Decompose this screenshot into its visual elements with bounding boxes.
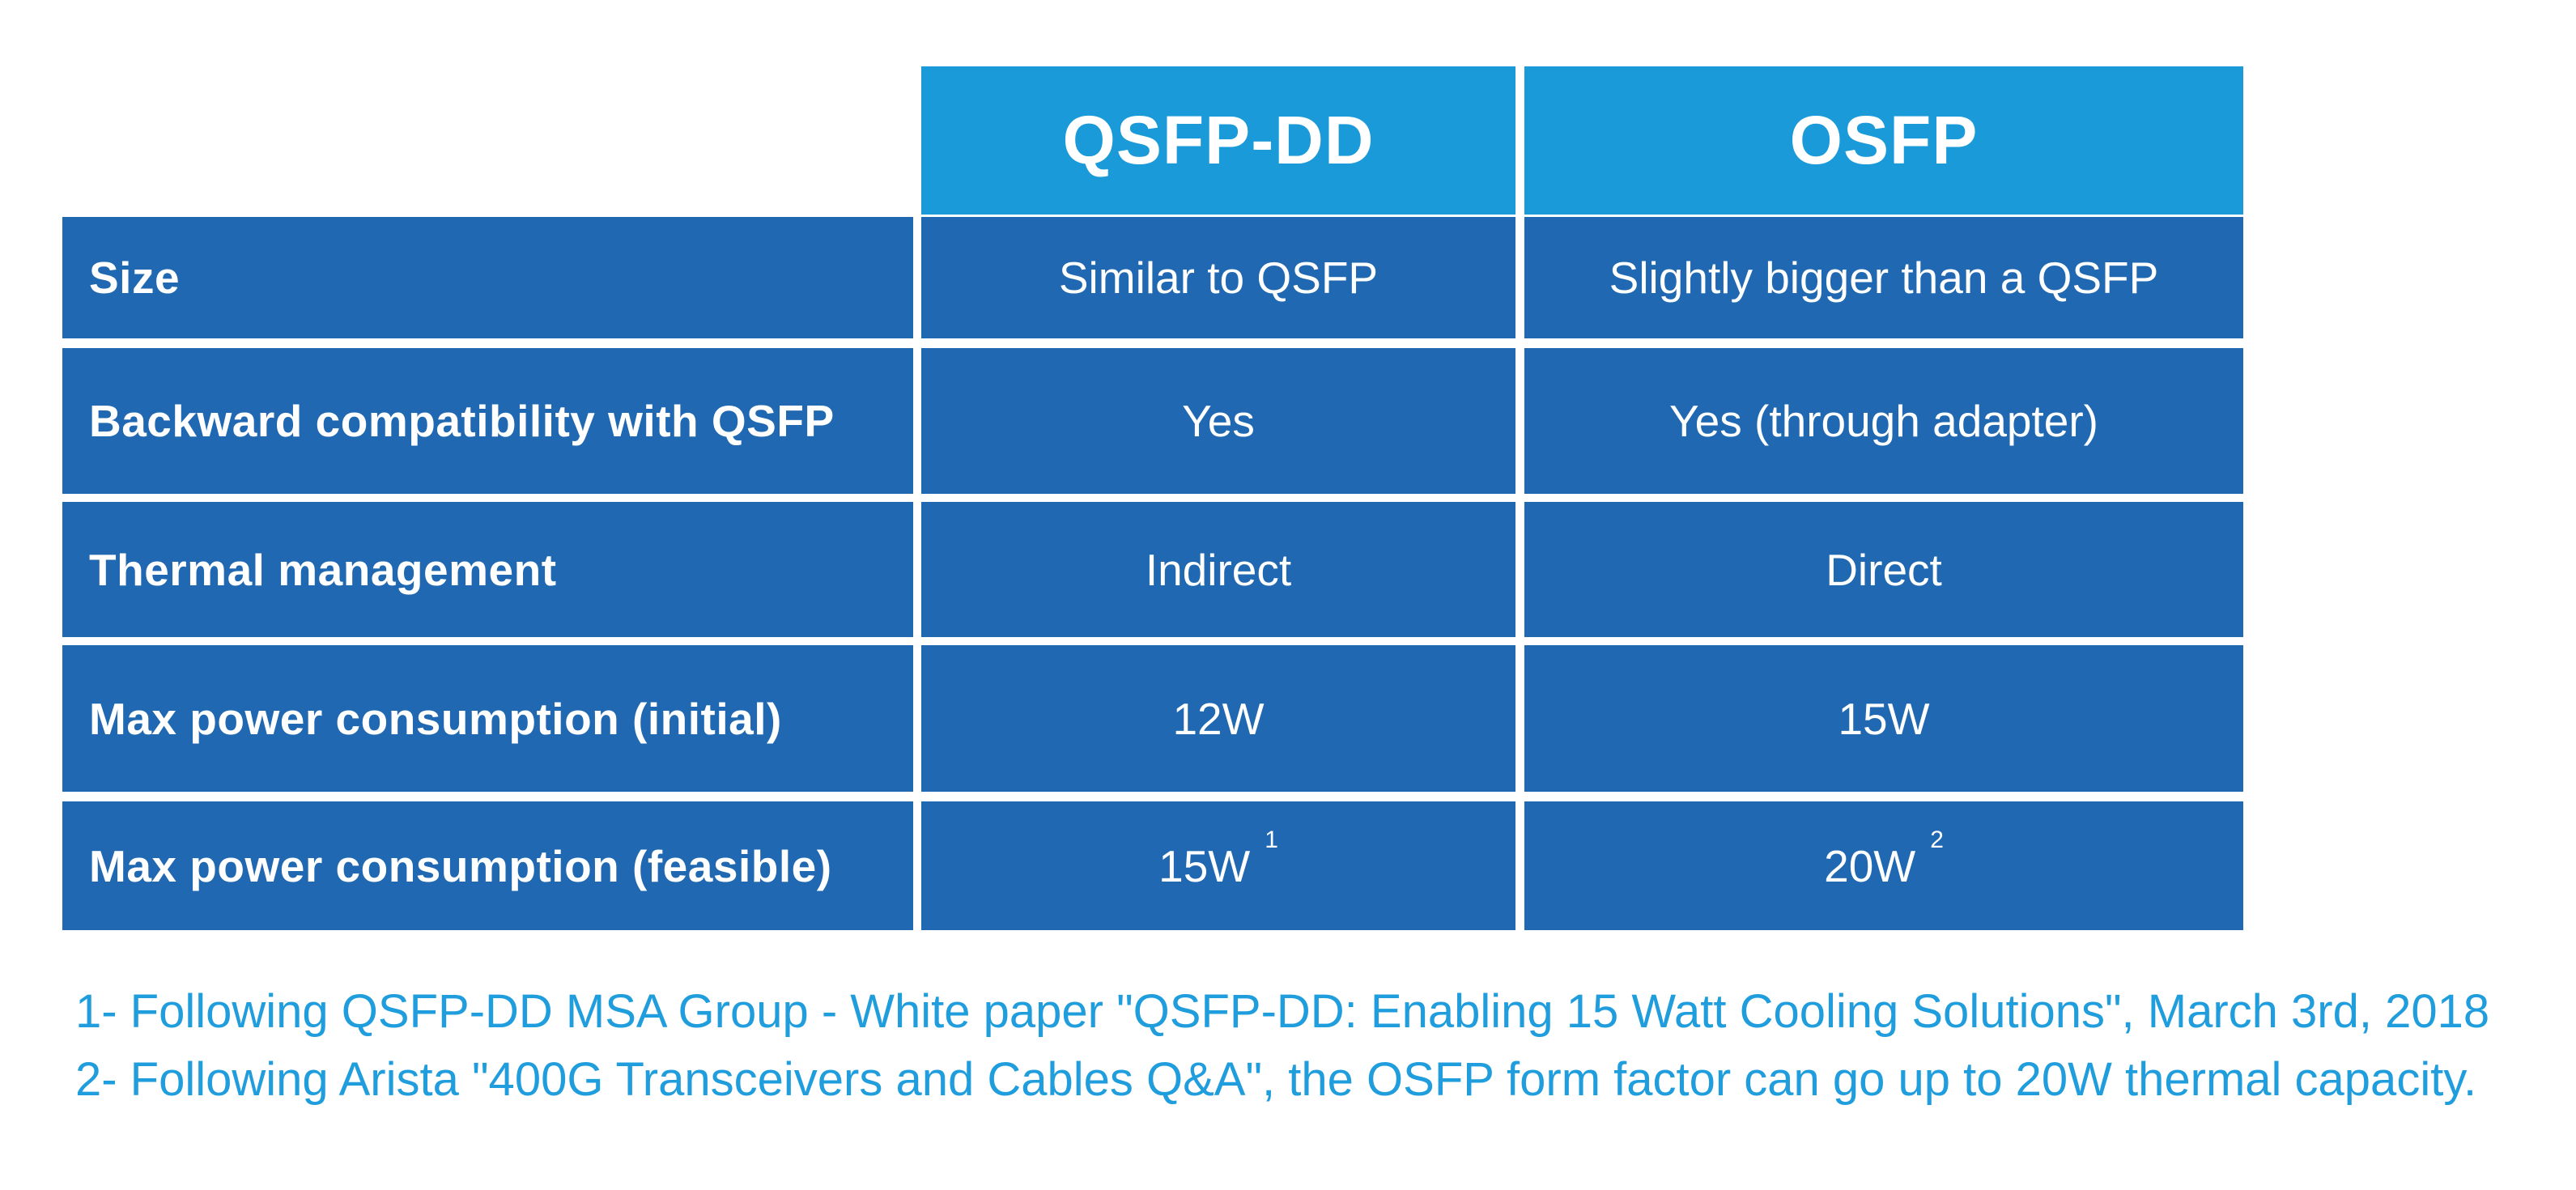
footnote-2: 2- Following Arista "400G Transceivers a… [75, 1053, 2477, 1106]
header-label-qsfp-dd: QSFP-DD [1062, 102, 1375, 178]
comparison-table: QSFP-DD OSFP Size Similar to QSFP Slight… [62, 66, 2243, 930]
cell-value-text: 15W [1838, 693, 1930, 744]
row-label-text: Max power consumption (feasible) [89, 840, 832, 891]
row-label-text: Thermal management [89, 544, 557, 595]
cell-value-text: 20W [1824, 840, 1916, 891]
footnotes-block: 1- Following QSFP-DD MSA Group - White p… [75, 978, 2489, 1114]
row-label-max-power-feasible: Max power consumption (feasible) [62, 801, 913, 930]
cell-thermal-osfp: Direct [1524, 502, 2243, 637]
cell-power-initial-osfp: 15W [1524, 645, 2243, 792]
cell-value-text: Slightly bigger than a QSFP [1609, 253, 2159, 303]
row-label-thermal-management: Thermal management [62, 502, 913, 637]
row-label-backward-compatibility: Backward compatibility with QSFP [62, 348, 913, 494]
cell-value-text: 12W [1172, 693, 1265, 744]
header-label-osfp: OSFP [1789, 102, 1979, 178]
cell-value-text: Yes [1182, 396, 1255, 446]
header-cell-qsfp-dd: QSFP-DD [921, 66, 1515, 215]
cell-value-text: Indirect [1145, 544, 1292, 595]
row-label-text: Max power consumption (initial) [89, 693, 782, 744]
cell-backward-osfp: Yes (through adapter) [1524, 348, 2243, 494]
footnote-1: 1- Following QSFP-DD MSA Group - White p… [75, 985, 2490, 1038]
cell-value-text: Similar to QSFP [1058, 253, 1379, 303]
cell-value-text: Yes (through adapter) [1669, 396, 2098, 446]
footnote-marker-1: 1 [1265, 826, 1278, 853]
header-cell-osfp: OSFP [1524, 66, 2243, 215]
footnote-marker-2: 2 [1930, 826, 1944, 853]
cell-power-feasible-qsfp-dd: 15W 1 [921, 801, 1515, 930]
row-label-size: Size [62, 217, 913, 338]
cell-power-initial-qsfp-dd: 12W [921, 645, 1515, 792]
cell-value-text: Direct [1826, 544, 1942, 595]
row-label-text: Size [89, 253, 181, 303]
cell-size-qsfp-dd: Similar to QSFP [921, 217, 1515, 338]
cell-power-feasible-osfp: 20W 2 [1524, 801, 2243, 930]
cell-backward-qsfp-dd: Yes [921, 348, 1515, 494]
cell-thermal-qsfp-dd: Indirect [921, 502, 1515, 637]
row-label-max-power-initial: Max power consumption (initial) [62, 645, 913, 792]
cell-value-text: 15W [1158, 840, 1251, 891]
row-label-text: Backward compatibility with QSFP [89, 396, 835, 446]
cell-size-osfp: Slightly bigger than a QSFP [1524, 217, 2243, 338]
